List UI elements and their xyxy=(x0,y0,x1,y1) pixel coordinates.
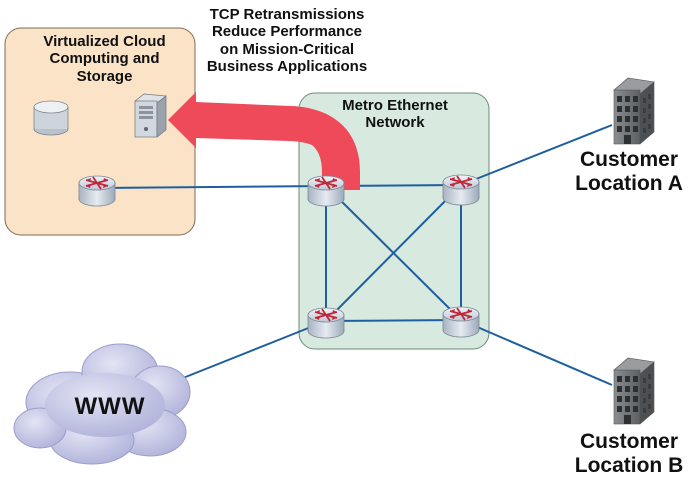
server-icon[interactable] xyxy=(134,93,167,138)
link-metro-diagonal-2 xyxy=(325,184,462,322)
metro-router-top-left-icon[interactable] xyxy=(307,175,345,207)
link-to-internet xyxy=(182,320,327,379)
link-to-customer-a xyxy=(460,124,613,186)
link-cloud-to-metro xyxy=(96,185,327,189)
link-metro-bottom xyxy=(325,319,462,322)
metro-router-top-right-icon[interactable] xyxy=(442,174,480,206)
retransmission-callout: TCP Retransmissions Reduce Performance o… xyxy=(206,6,368,75)
storage-database-icon[interactable] xyxy=(33,100,69,136)
metro-network-title: Metro Ethernet Network xyxy=(342,97,448,132)
customer-a-building-icon[interactable] xyxy=(613,77,655,145)
cloud-zone-title: Virtualized Cloud Computing and Storage xyxy=(43,33,166,85)
customer-b-label: Customer Location B xyxy=(574,430,684,478)
customer-a-label: Customer Location A xyxy=(575,148,683,196)
internet-label: WWW xyxy=(74,393,146,420)
retransmission-arrow-body xyxy=(168,92,360,190)
metro-router-bottom-left-icon[interactable] xyxy=(307,307,345,339)
link-to-customer-b xyxy=(460,319,613,386)
internet-cloud-icon[interactable] xyxy=(13,343,191,465)
customer-b-building-icon[interactable] xyxy=(613,357,655,425)
metro-router-bottom-right-icon[interactable] xyxy=(442,306,480,338)
cloud-router-icon[interactable] xyxy=(78,175,116,207)
network-links xyxy=(96,124,613,386)
